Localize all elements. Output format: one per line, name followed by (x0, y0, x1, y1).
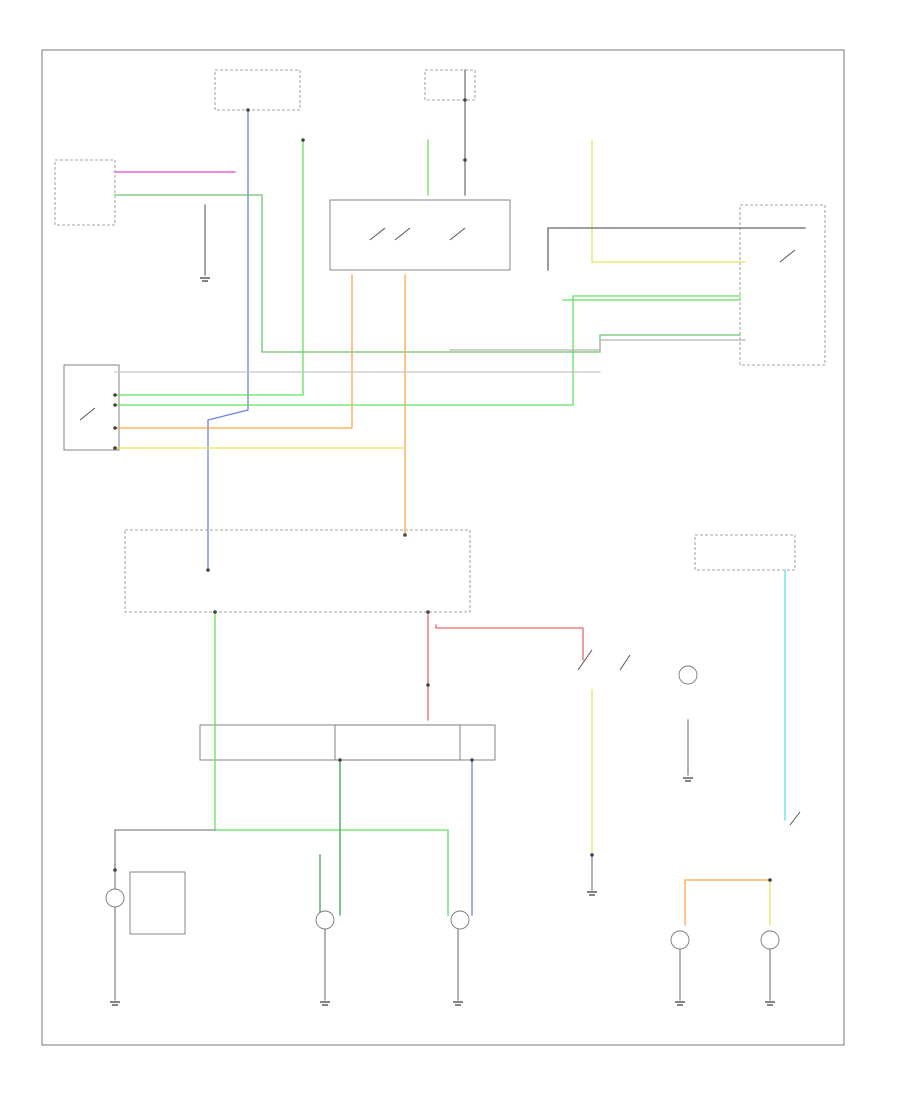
wire-yellow-right (591, 139, 746, 263)
dimmer-inner-box (334, 724, 461, 761)
wire-orange-lower-right (684, 879, 771, 926)
indicator-box-left (129, 871, 186, 935)
lamp-fog-indicator (678, 665, 698, 685)
junction-dots (113, 98, 772, 882)
wire-orange-1 (114, 274, 353, 429)
headlamp-switch-box (124, 529, 471, 613)
switch-contacts (79, 227, 801, 826)
right-connector-module (739, 204, 826, 366)
left-connector-module (54, 159, 116, 226)
lamp-left-indicator (105, 888, 125, 908)
lamp-right-headlamp (450, 910, 470, 930)
fuse-box-lower-right (694, 534, 796, 571)
wire-green-lower (214, 611, 449, 916)
wire-darkgreen-left (114, 194, 741, 353)
wires (114, 69, 806, 1001)
wire-green-2 (114, 295, 741, 406)
wire-red-2 (435, 624, 584, 661)
wire-black-right-1 (547, 227, 806, 271)
dimmer-switch-box (199, 724, 496, 761)
lamps (105, 665, 780, 950)
diagram-frame (41, 49, 845, 1046)
lamp-left-fog (670, 930, 690, 950)
lamp-right-fog (760, 930, 780, 950)
wire-gray-right (449, 339, 746, 351)
wire-blue-left (207, 109, 249, 571)
top-fuse-box-center (424, 69, 476, 101)
wire-green-1 (114, 139, 304, 396)
lamp-left-headlamp (315, 910, 335, 930)
relay-module-left (63, 364, 120, 451)
grounds (110, 277, 775, 1006)
multi-function-switch-box (329, 199, 511, 271)
component-boxes (54, 69, 826, 935)
top-fuse-box-left (214, 69, 301, 111)
